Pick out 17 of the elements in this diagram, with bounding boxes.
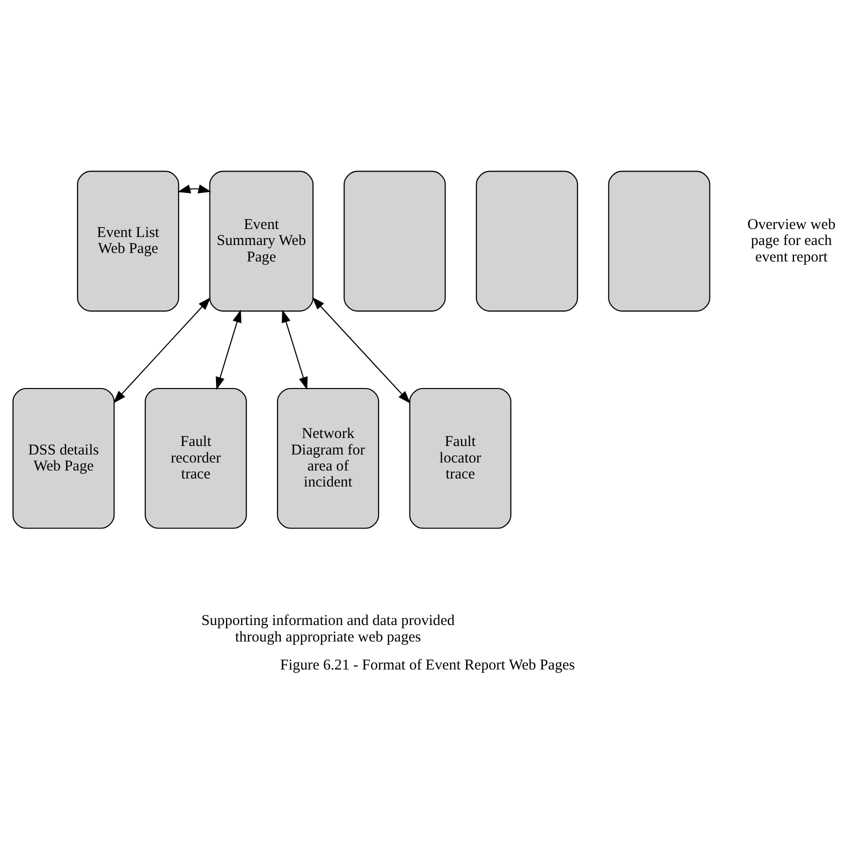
arrow <box>282 309 308 390</box>
node-box: Fault recorder trace <box>144 387 247 528</box>
arrow <box>216 309 242 390</box>
node-box: Event List Web Page <box>77 170 180 312</box>
node-box <box>344 170 446 312</box>
caption: Figure 6.21 - Format of Event Report Web Pages <box>280 656 575 673</box>
node-label: Overview web page for each event report <box>747 216 836 265</box>
node-box: DSS details Web Page <box>12 387 115 528</box>
arrow <box>178 184 212 193</box>
node-box: Event Summary Web Page <box>209 170 314 312</box>
node-box: Fault locator trace <box>409 387 512 528</box>
label: Supporting information and data provided through appropriate web pages <box>201 612 455 645</box>
arrow <box>113 296 211 403</box>
node-box <box>608 170 710 312</box>
node-box <box>476 170 578 312</box>
node-box: Network Diagram for area of incident <box>276 387 380 528</box>
arrow <box>312 296 411 404</box>
